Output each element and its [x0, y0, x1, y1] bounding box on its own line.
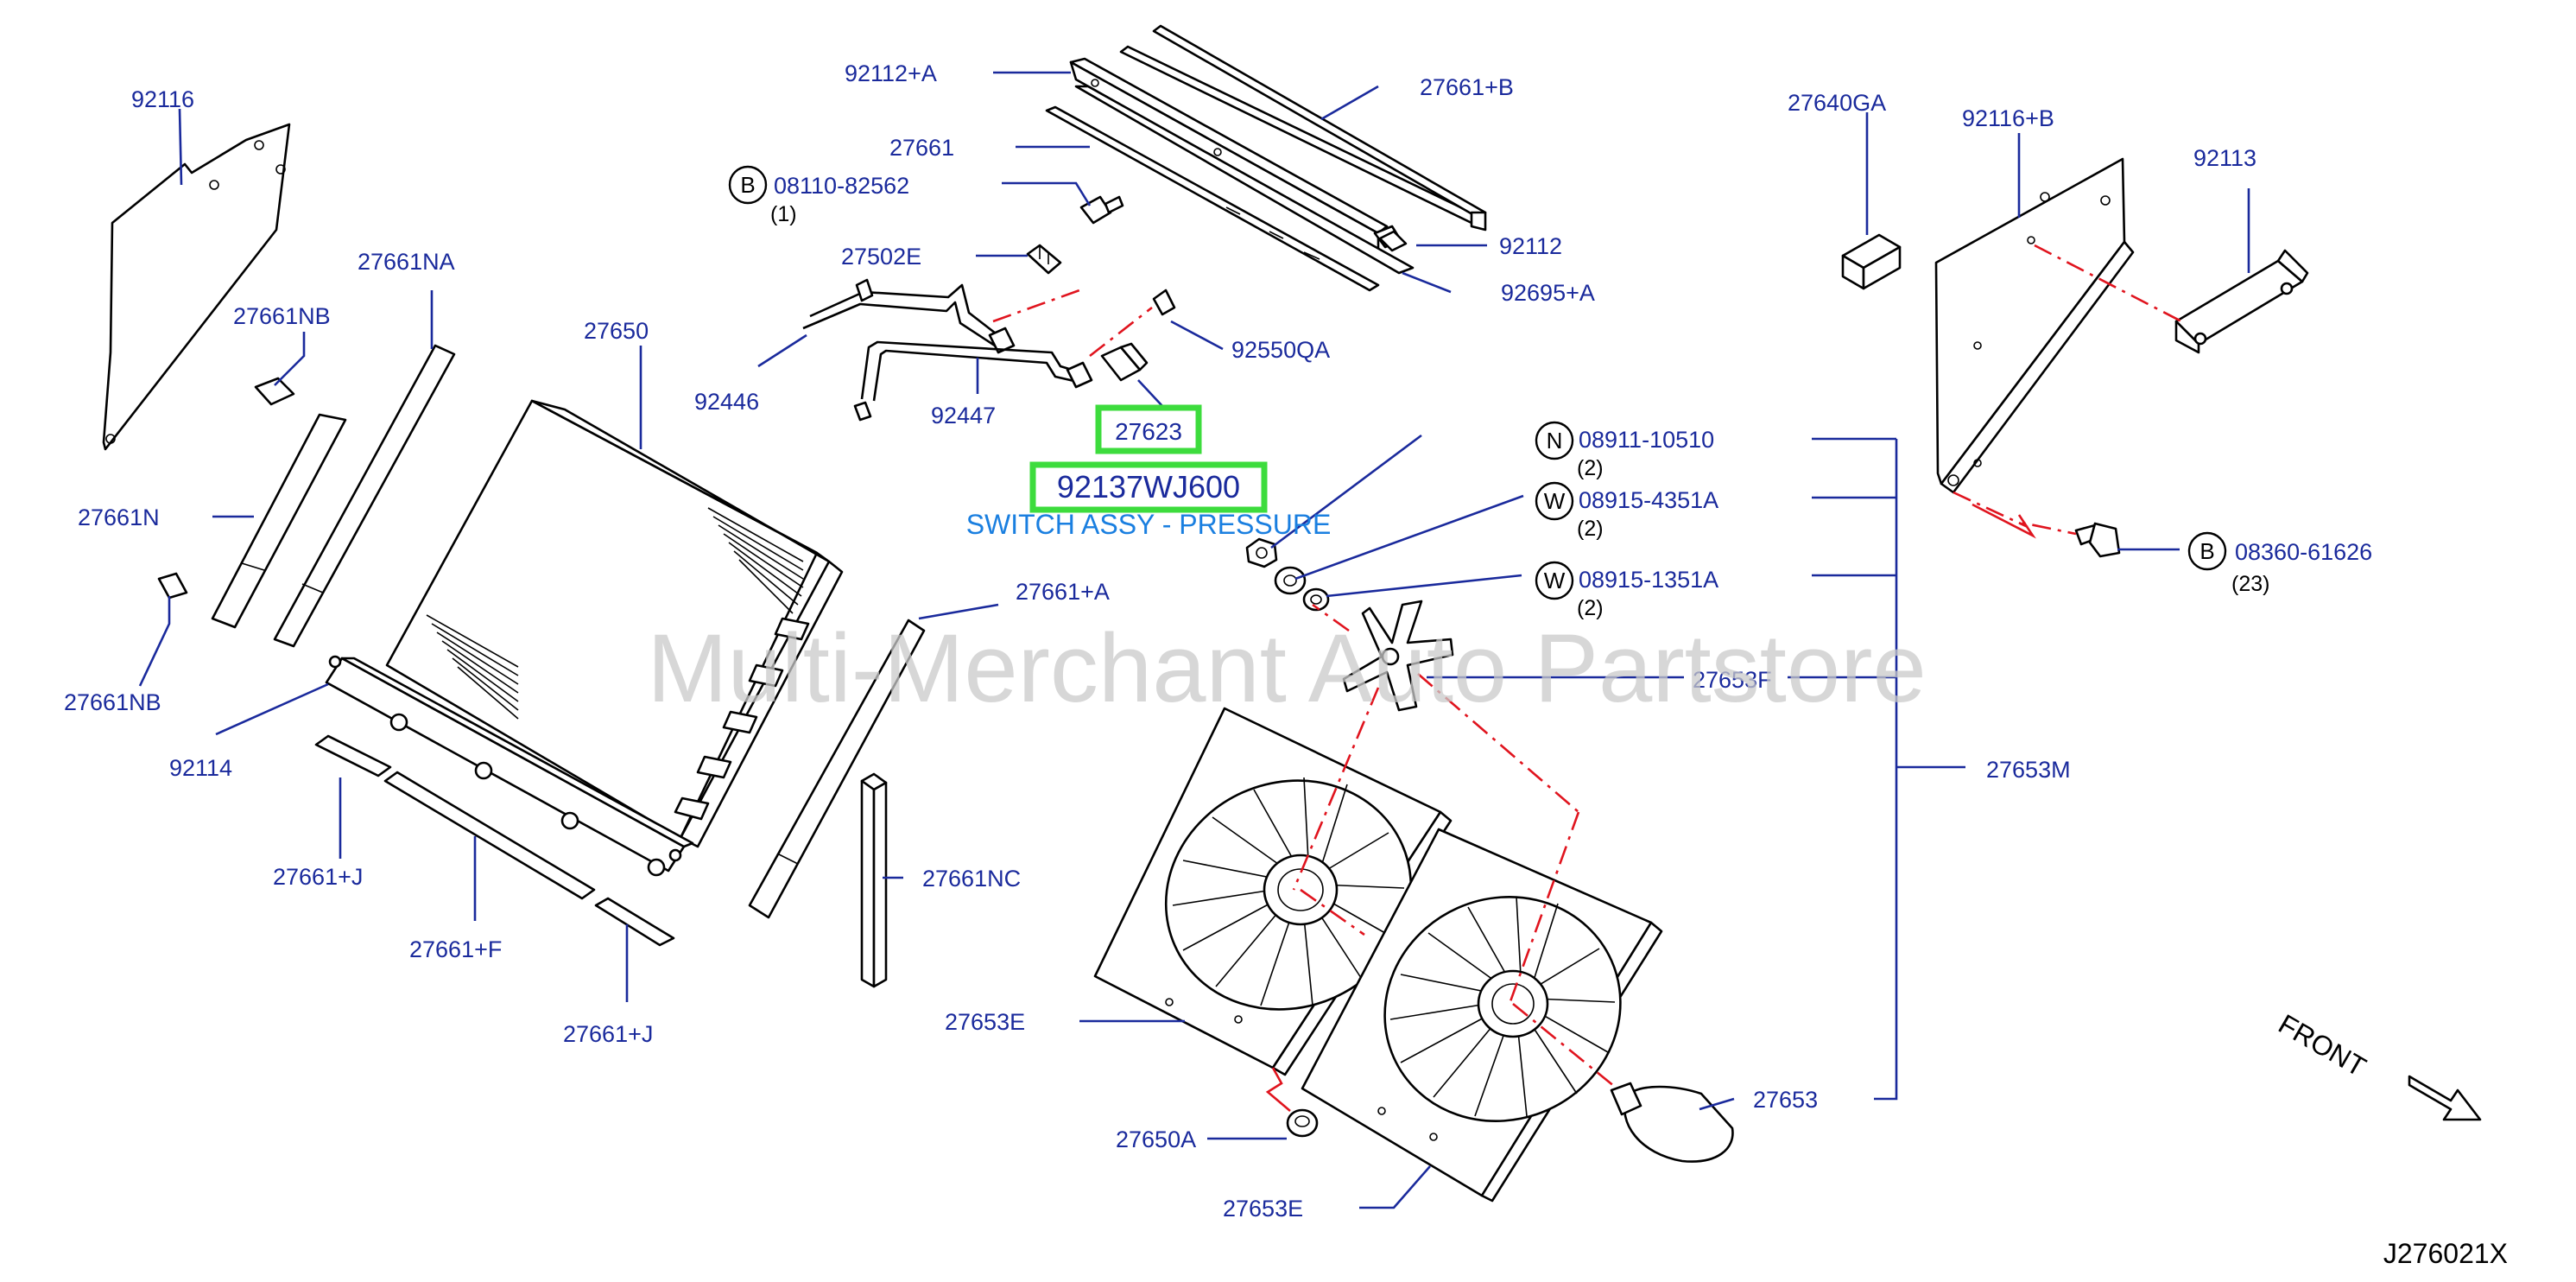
leader-lines: [138, 71, 2250, 1209]
watermark: Multi-Merchant Auto Partstore: [647, 614, 1926, 722]
label-27653e-bottom[interactable]: 27653E: [1223, 1196, 1303, 1222]
label-92114[interactable]: 92114: [169, 755, 232, 781]
bolt-08360-61626[interactable]: [2074, 522, 2121, 558]
label-92113[interactable]: 92113: [2193, 145, 2256, 171]
seal-strip-27661a[interactable]: [748, 619, 926, 919]
highlight-part-number[interactable]: 27623: [1115, 418, 1182, 445]
label-27653m[interactable]: 27653M: [1986, 757, 2071, 783]
circle-code-b-08110: B: [728, 165, 768, 205]
seal-post-27661nc[interactable]: [860, 772, 888, 988]
pressure-switch-27623[interactable]: [1100, 342, 1149, 382]
seal-strip-27661j-bottom[interactable]: [594, 897, 675, 947]
label-92446[interactable]: 92446: [694, 389, 759, 415]
highlighted-part-27623[interactable]: 27623: [1095, 404, 1202, 454]
seal-block-27661nb-bottom[interactable]: [157, 572, 188, 600]
label-27661[interactable]: 27661: [889, 135, 954, 161]
front-label: FRONT: [2274, 1008, 2371, 1082]
highlight-description: SWITCH ASSY - PRESSURE: [966, 509, 1332, 540]
label-08915-1351a[interactable]: 08915-1351A: [1579, 567, 1718, 593]
label-27653e-mid[interactable]: 27653E: [945, 1009, 1025, 1035]
front-arrow-icon: [2408, 1075, 2482, 1121]
grommet-27650a[interactable]: [1286, 1108, 1319, 1138]
front-orientation: FRONT: [2274, 1008, 2482, 1121]
qty-08915-4351a: (2): [1577, 517, 1604, 541]
clip-92695a[interactable]: [1378, 230, 1408, 252]
highlight-catalog-number[interactable]: 92137WJ600: [1057, 469, 1240, 505]
diagram-reference-code: J276021X: [2383, 1238, 2508, 1269]
label-92116[interactable]: 92116: [131, 86, 194, 112]
label-27653f[interactable]: 27653F: [1693, 667, 1772, 693]
label-27502e[interactable]: 27502E: [841, 244, 921, 270]
label-92112a[interactable]: 92112+A: [845, 60, 937, 86]
svg-text:W: W: [1544, 568, 1566, 593]
pipe-92446[interactable]: [802, 278, 1016, 354]
svg-text:B: B: [2199, 538, 2214, 564]
seal-strip-27661na[interactable]: [273, 344, 456, 648]
label-27661a[interactable]: 27661+A: [1016, 579, 1110, 605]
label-27661nc[interactable]: 27661NC: [922, 866, 1021, 892]
label-27661j-left[interactable]: 27661+J: [273, 864, 363, 890]
svg-text:W: W: [1544, 488, 1566, 514]
part-labels: 92116 27661NB 27661NA 27661N 27661NB 921…: [64, 60, 2372, 1222]
circle-code-w-08915-1351: W: [1535, 561, 1574, 600]
label-27661na[interactable]: 27661NA: [358, 249, 455, 275]
label-27650a[interactable]: 27650A: [1116, 1127, 1196, 1152]
pipe-92447[interactable]: [853, 340, 1093, 422]
label-08360-61626[interactable]: 08360-61626: [2235, 539, 2372, 565]
assembly-guide-lines: [992, 244, 2186, 1112]
label-27661j-bottom[interactable]: 27661+J: [563, 1021, 653, 1047]
label-08915-4351a[interactable]: 08915-4351A: [1579, 487, 1718, 513]
seal-block-27661nb-top[interactable]: [254, 377, 295, 406]
washer-08915-1351a[interactable]: [1302, 587, 1330, 612]
bracket-27502e[interactable]: [1026, 244, 1062, 275]
circle-code-w-08915-4351: W: [1535, 481, 1574, 521]
highlighted-catalog-number[interactable]: 92137WJ600: [1029, 461, 1268, 513]
label-92112[interactable]: 92112: [1499, 233, 1562, 259]
bracket-92116b[interactable]: [1934, 157, 2135, 494]
seal-strip-27661j-left[interactable]: [314, 734, 392, 777]
label-92447[interactable]: 92447: [931, 403, 996, 428]
rail-27661b[interactable]: [1119, 24, 1487, 232]
label-27661n[interactable]: 27661N: [78, 505, 160, 530]
label-08110-82562[interactable]: 08110-82562: [774, 173, 909, 199]
label-27640ga[interactable]: 27640GA: [1788, 90, 1886, 116]
label-27661f[interactable]: 27661+F: [409, 936, 502, 962]
svg-text:N: N: [1547, 428, 1563, 454]
fan-motor-27653[interactable]: [1610, 1082, 1734, 1163]
label-27650[interactable]: 27650: [584, 318, 649, 344]
label-92550qa[interactable]: 92550QA: [1231, 337, 1330, 363]
label-92695a[interactable]: 92695+A: [1501, 280, 1595, 306]
seal-strip-27661n[interactable]: [211, 413, 347, 629]
seal-27661-lower[interactable]: [1045, 105, 1380, 292]
washer-08915-4351a[interactable]: [1274, 566, 1307, 595]
bracket-92116[interactable]: [102, 123, 291, 451]
label-08911-10510[interactable]: 08911-10510: [1579, 427, 1714, 453]
bracket-92113[interactable]: [2174, 249, 2309, 354]
fan-shroud-27653e-left[interactable]: [1093, 707, 1453, 1076]
label-27661nb-bottom[interactable]: 27661NB: [64, 689, 161, 715]
qty-08360-61626: (23): [2231, 572, 2269, 596]
label-92116b[interactable]: 92116+B: [1962, 105, 2054, 131]
circle-code-b-08360: B: [2187, 531, 2227, 571]
fan-shroud-27653e-right[interactable]: [1301, 828, 1663, 1203]
nut-08911-10510[interactable]: [1245, 537, 1278, 568]
lower-support-92114[interactable]: [325, 655, 694, 877]
box-27640ga[interactable]: [1841, 233, 1902, 290]
qty-08911-10510: (2): [1577, 456, 1604, 480]
seal-strip-27661f[interactable]: [383, 771, 596, 900]
qty-08915-1351a: (2): [1577, 596, 1604, 620]
label-27661nb-top[interactable]: 27661NB: [233, 303, 331, 329]
svg-text:B: B: [740, 172, 755, 198]
connector-92550qa[interactable]: [1152, 289, 1176, 316]
label-27661b[interactable]: 27661+B: [1420, 74, 1514, 100]
condenser-27650[interactable]: [385, 399, 844, 848]
circle-code-n-08911: N: [1535, 421, 1574, 460]
label-27653[interactable]: 27653: [1753, 1087, 1818, 1113]
bolt-08110-82562[interactable]: [1079, 195, 1124, 225]
rail-27661[interactable]: [1074, 85, 1415, 275]
fan-27653f[interactable]: [1342, 600, 1454, 712]
qty-08110-82562: (1): [770, 202, 797, 226]
